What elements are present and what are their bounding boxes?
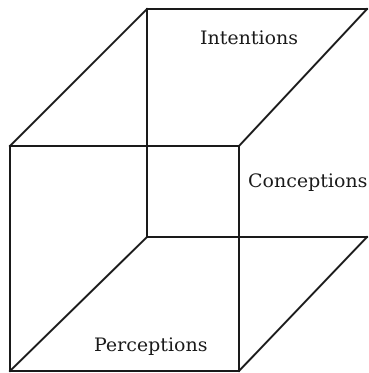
depth-edge-bottom-left [8,235,149,373]
label-intentions: Intentions [200,27,298,49]
front-face [9,145,240,372]
label-conceptions: Conceptions [248,170,367,192]
back-face [146,8,368,238]
label-perceptions: Perceptions [94,334,207,356]
front-face-square [9,145,240,372]
depth-edge-top-right [237,7,369,148]
depth-edges [8,7,369,373]
depth-edge-top-left [8,7,149,148]
depth-edge-bottom-right [237,235,369,373]
